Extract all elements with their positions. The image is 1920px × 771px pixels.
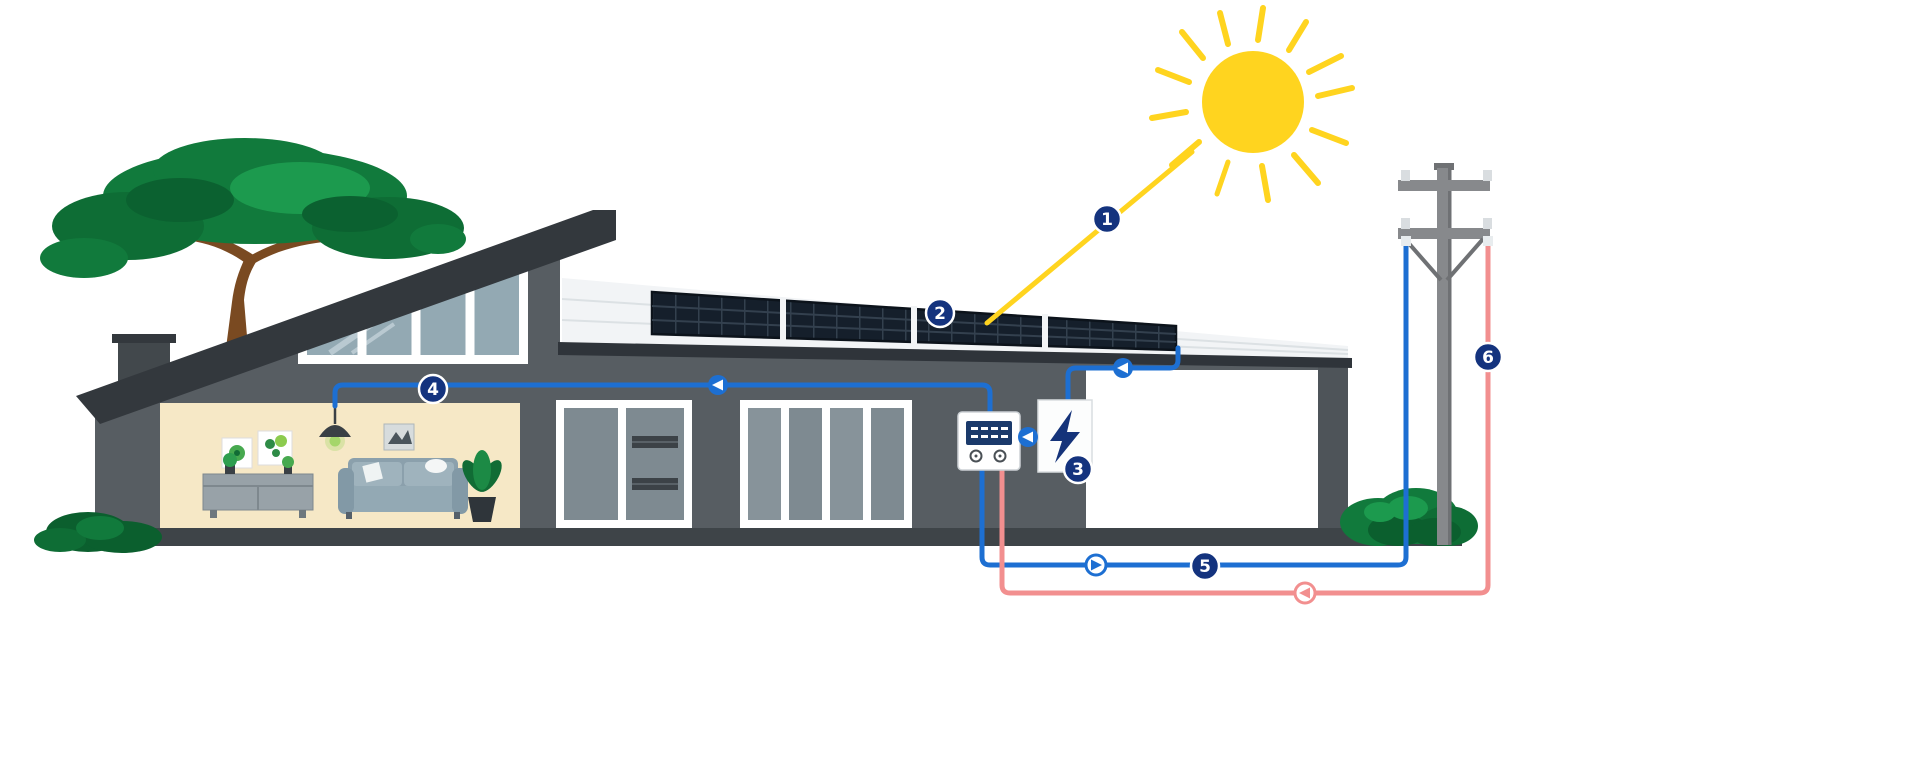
wire-house-supply-blue <box>332 382 993 419</box>
tree-trunk <box>226 256 256 348</box>
garage-wall <box>1086 370 1318 540</box>
roof-trim <box>558 342 1352 368</box>
meter-box <box>957 411 1021 471</box>
tree-canopy <box>40 138 466 278</box>
sunbeam-ray <box>984 149 1195 326</box>
plant-icon <box>462 450 502 522</box>
badge-2: 2 <box>924 297 956 329</box>
badge-6: 6 <box>1472 341 1504 373</box>
badge-5-number: 5 <box>1199 557 1211 577</box>
flow-arrow-left-icon <box>1113 358 1133 378</box>
flow-arrow-left-red-icon <box>1293 581 1317 605</box>
base-plinth <box>78 528 1462 546</box>
meter-display-icon <box>966 421 1012 445</box>
insulator-icon <box>1401 236 1411 246</box>
flow-arrow-left-icon <box>1018 427 1038 447</box>
wall-art-icon <box>221 430 293 469</box>
insulator-icon <box>1483 218 1492 229</box>
sun-core <box>1202 51 1304 153</box>
sun-icon <box>1149 5 1355 203</box>
pendant-lamp-icon <box>319 403 351 451</box>
badge-4-number: 4 <box>427 380 439 400</box>
sun-rays <box>1149 5 1355 203</box>
bush-right-icon <box>1340 488 1478 546</box>
insulator-icon <box>1483 236 1493 246</box>
power-pole-icon <box>1398 163 1492 545</box>
entry-door <box>556 400 692 528</box>
badge-1: 1 <box>1091 203 1123 235</box>
sofa-icon <box>338 423 468 519</box>
badge-3: 3 <box>1062 453 1094 485</box>
sideboard-icon <box>202 453 314 518</box>
lightning-bolt-icon <box>1050 410 1080 463</box>
crossarm-top <box>1398 180 1490 191</box>
left-roof <box>76 210 616 424</box>
bush-left-icon <box>34 512 162 553</box>
badge-4: 4 <box>417 373 449 405</box>
badge-6-number: 6 <box>1482 348 1494 368</box>
flow-arrow-right-icon <box>1084 553 1108 577</box>
badge-3-number: 3 <box>1072 460 1084 480</box>
flow-arrow-left-icon <box>708 375 728 395</box>
sliding-door <box>740 400 912 528</box>
insulator-icon <box>1483 170 1492 181</box>
carport-post <box>1318 356 1348 540</box>
tree-icon <box>40 138 466 348</box>
house <box>76 210 1462 546</box>
living-room <box>160 403 520 528</box>
wire-grid-to-house-red <box>999 240 1491 596</box>
crossarm-bottom <box>1398 228 1490 239</box>
badge-1-number: 1 <box>1101 210 1113 230</box>
badge-5: 5 <box>1189 550 1221 582</box>
insulator-icon <box>1401 170 1410 181</box>
badge-2-number: 2 <box>934 304 946 324</box>
insulator-icon <box>1401 218 1410 229</box>
